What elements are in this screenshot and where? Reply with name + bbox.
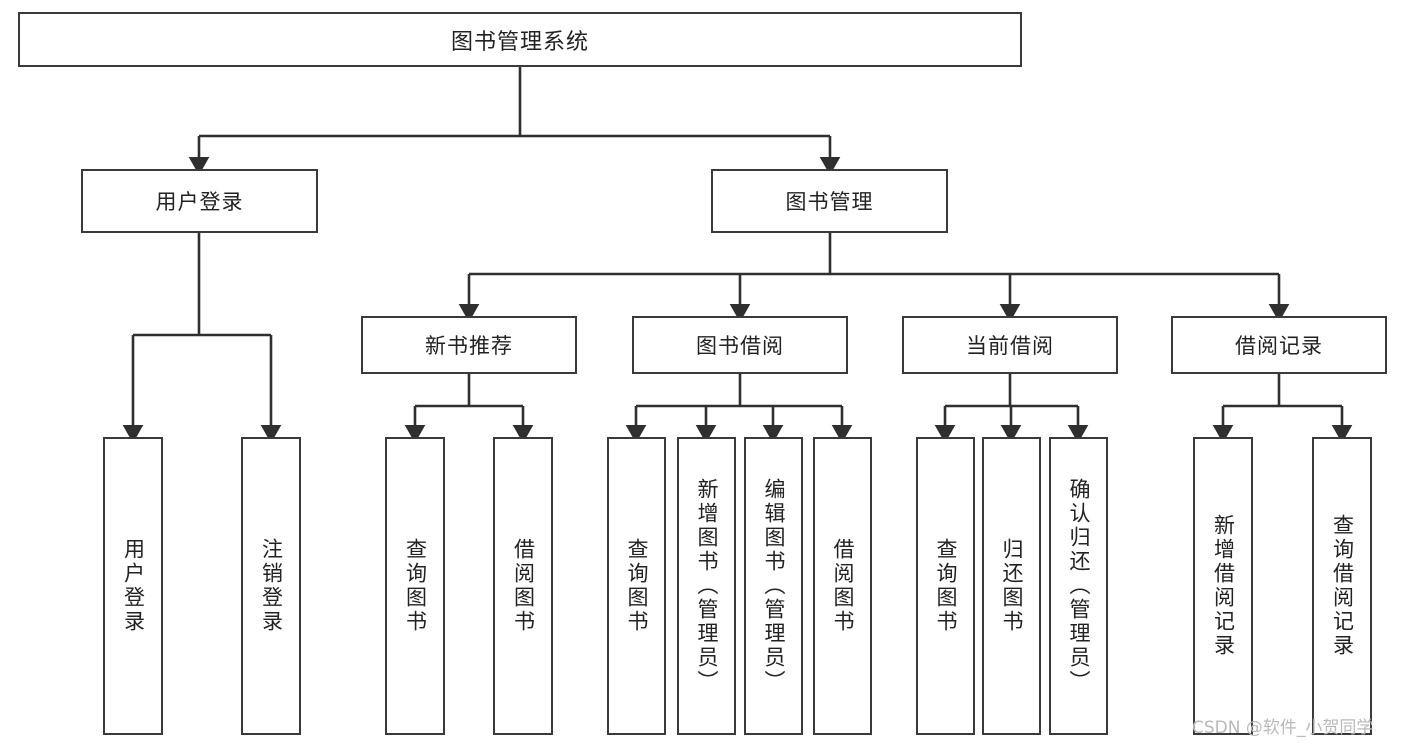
node-new-book-rec[interactable]: 新书推荐 [361, 316, 577, 374]
node-leaf-query-record-label: 查询借阅记录 [1330, 514, 1354, 658]
node-leaf-user-login[interactable]: 用户登录 [103, 437, 163, 735]
node-leaf-query-book-3[interactable]: 查询图书 [916, 437, 975, 735]
node-leaf-add-record[interactable]: 新增借阅记录 [1193, 437, 1253, 735]
node-leaf-add-record-label: 新增借阅记录 [1211, 514, 1235, 658]
node-leaf-confirm-return[interactable]: 确认归还（管理员） [1049, 437, 1108, 735]
node-leaf-borrow-book-2[interactable]: 借阅图书 [813, 437, 872, 735]
node-leaf-query-book-2[interactable]: 查询图书 [607, 437, 666, 735]
node-leaf-edit-book[interactable]: 编辑图书（管理员） [744, 437, 803, 735]
node-leaf-query-book-1-label: 查询图书 [403, 538, 427, 634]
node-book-manage[interactable]: 图书管理 [711, 169, 948, 233]
node-leaf-add-book-label: 新增图书（管理员） [695, 478, 718, 694]
node-leaf-query-book-3-label: 查询图书 [934, 538, 957, 634]
node-borrow-record[interactable]: 借阅记录 [1171, 316, 1387, 374]
node-user-login-label: 用户登录 [155, 191, 244, 214]
node-borrow-record-label: 借阅记录 [1235, 335, 1323, 358]
node-leaf-query-book-1[interactable]: 查询图书 [385, 437, 445, 735]
node-root[interactable]: 图书管理系统 [18, 12, 1022, 67]
node-new-book-rec-label: 新书推荐 [425, 335, 513, 358]
node-leaf-query-book-2-label: 查询图书 [625, 538, 648, 634]
node-leaf-user-logout-label: 注销登录 [259, 538, 283, 634]
node-leaf-query-record[interactable]: 查询借阅记录 [1312, 437, 1372, 735]
node-leaf-edit-book-label: 编辑图书（管理员） [762, 478, 785, 694]
node-leaf-return-book-label: 归还图书 [1000, 538, 1023, 634]
node-current-borrow[interactable]: 当前借阅 [902, 316, 1118, 374]
node-user-login[interactable]: 用户登录 [81, 169, 318, 233]
node-book-borrow-label: 图书借阅 [696, 335, 784, 358]
node-current-borrow-label: 当前借阅 [966, 335, 1054, 358]
node-leaf-borrow-book-2-label: 借阅图书 [831, 538, 854, 634]
watermark: CSDN @软件_小贺同学 [1192, 718, 1374, 738]
node-root-label: 图书管理系统 [450, 28, 589, 54]
node-leaf-user-logout[interactable]: 注销登录 [241, 437, 301, 735]
node-leaf-return-book[interactable]: 归还图书 [982, 437, 1041, 735]
node-book-borrow[interactable]: 图书借阅 [632, 316, 848, 374]
node-book-manage-label: 图书管理 [785, 191, 874, 214]
node-leaf-user-login-label: 用户登录 [121, 538, 145, 634]
node-leaf-add-book[interactable]: 新增图书（管理员） [677, 437, 736, 735]
node-leaf-borrow-book-1-label: 借阅图书 [511, 538, 535, 634]
node-leaf-borrow-book-1[interactable]: 借阅图书 [493, 437, 553, 735]
node-leaf-confirm-return-label: 确认归还（管理员） [1067, 478, 1090, 694]
